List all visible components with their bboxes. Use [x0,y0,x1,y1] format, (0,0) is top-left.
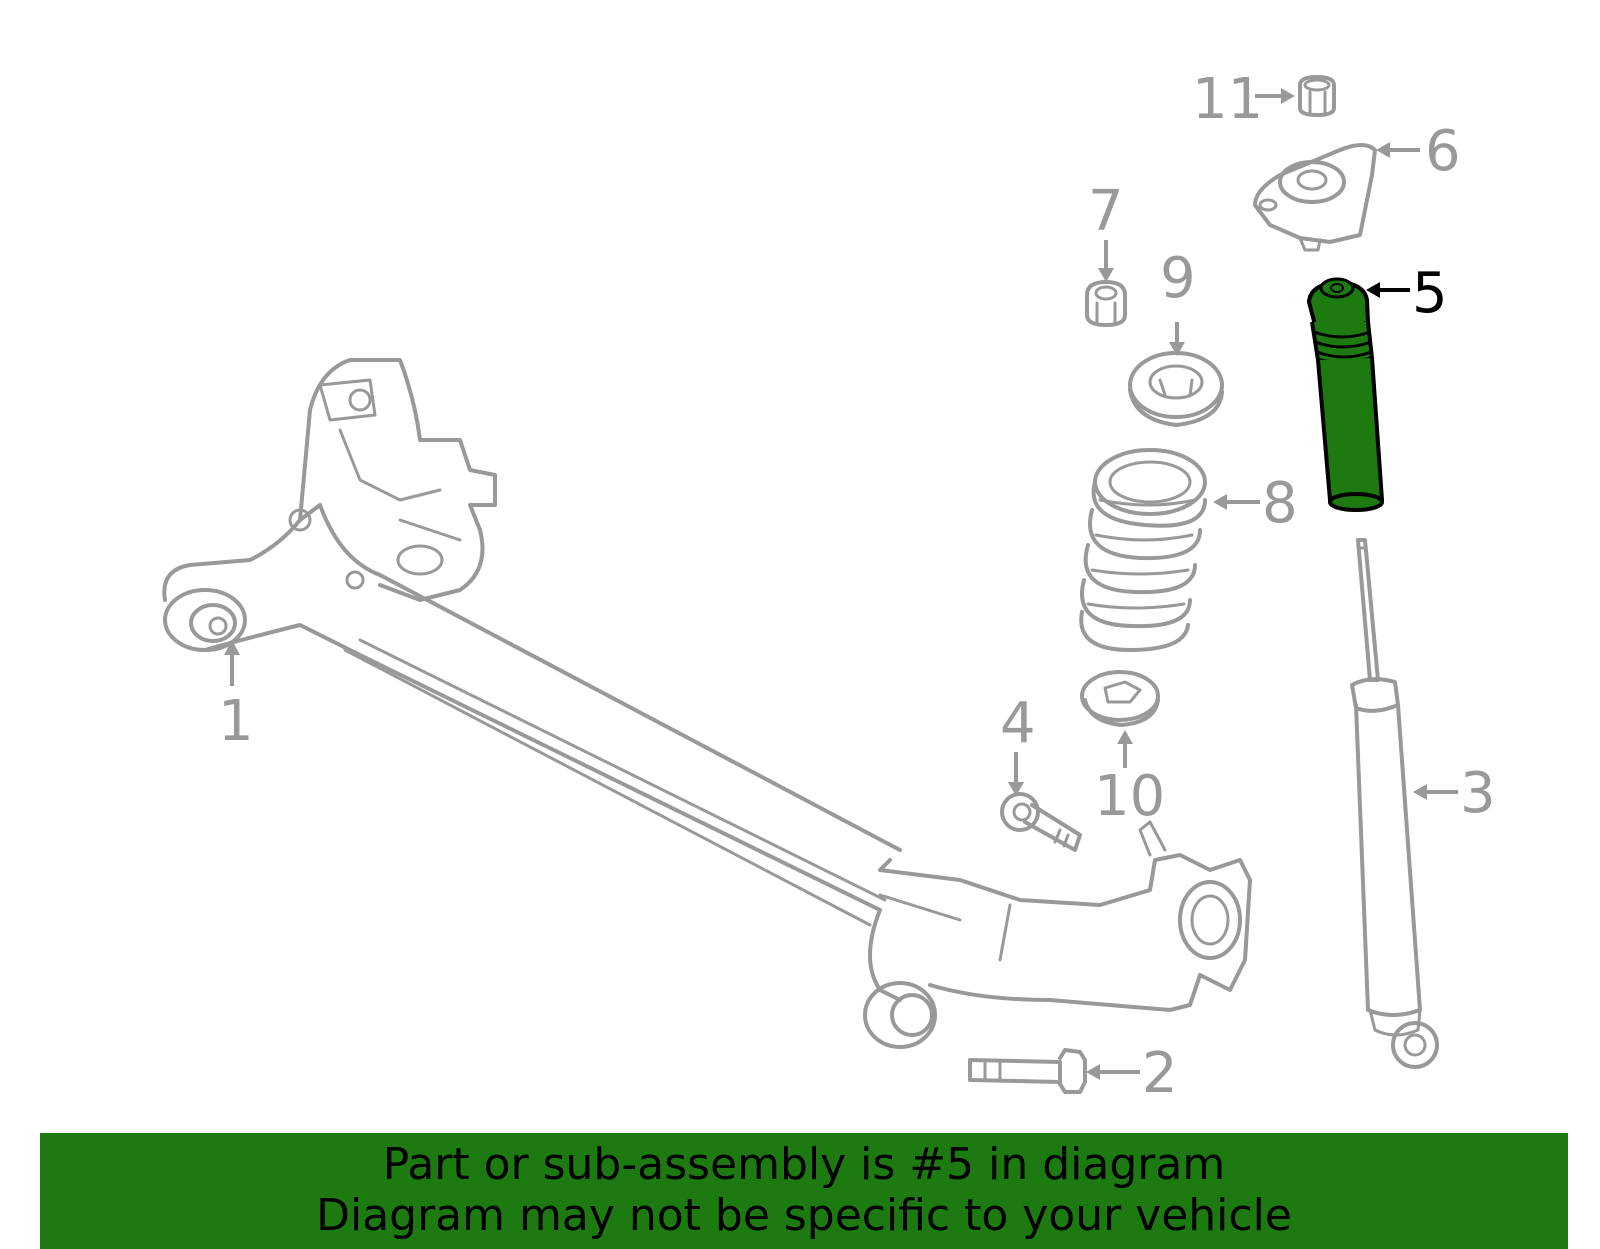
callout-7: 7 [1088,179,1124,244]
callout-11: 11 [1192,67,1263,132]
part-1-axle-beam[interactable] [162,358,1252,1049]
part-8-coil-spring[interactable] [1079,448,1207,652]
part-10-lower-spring-seat[interactable] [1080,670,1160,727]
callout-5: 5 [1412,261,1448,326]
part-6-upper-mount[interactable] [1253,143,1377,252]
banner-line-2: Diagram may not be specific to your vehi… [316,1190,1292,1241]
info-banner: Part or sub-assembly is #5 in diagram Di… [40,1133,1568,1249]
callout-2: 2 [1142,1041,1178,1106]
part-4-bolt[interactable] [1000,792,1082,852]
callout-3: 3 [1460,761,1496,826]
banner-line-1: Part or sub-assembly is #5 in diagram [382,1139,1226,1190]
callout-1: 1 [218,689,254,754]
callout-8: 8 [1262,471,1298,536]
part-9-upper-spring-seat[interactable] [1128,351,1224,427]
callout-9: 9 [1160,246,1196,311]
part-2-pivot-bolt[interactable] [968,1048,1087,1094]
callout-4: 4 [1000,691,1036,756]
part-5-bump-stop-boot[interactable] [1306,277,1385,512]
part-3-shock-absorber[interactable] [1350,538,1439,1069]
callout-arrows [224,88,1458,1080]
part-11-nut[interactable] [1298,75,1336,117]
callout-6: 6 [1425,119,1461,184]
callout-10: 10 [1094,764,1165,829]
part-7-nut[interactable] [1085,280,1127,327]
